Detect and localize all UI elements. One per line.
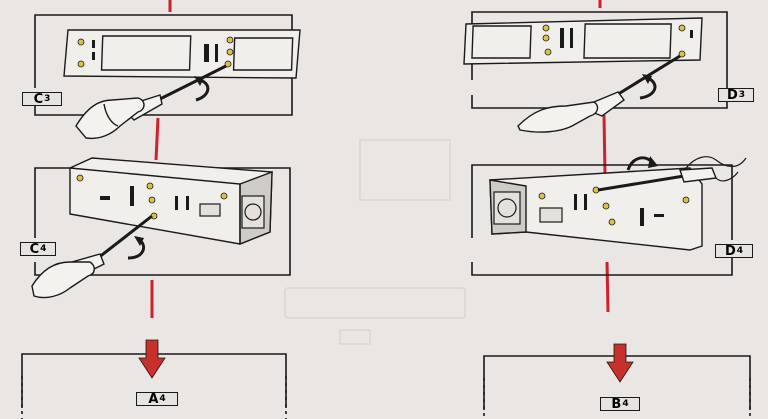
guide-lines bbox=[150, 0, 610, 318]
c3-mounting-plate bbox=[63, 29, 301, 79]
d3-mounting-plate bbox=[463, 17, 703, 65]
rotate-arrow-icon bbox=[639, 76, 657, 100]
hand-icon bbox=[517, 101, 599, 133]
hand-icon bbox=[31, 261, 95, 299]
hand-icon bbox=[75, 97, 145, 140]
screw-icon bbox=[542, 24, 686, 58]
d4-socket-module bbox=[489, 167, 703, 251]
rotate-arrow-icon bbox=[626, 156, 654, 171]
hand-icon bbox=[685, 156, 747, 182]
screwdriver-icon bbox=[597, 167, 717, 192]
screw-icon bbox=[538, 186, 690, 226]
screw-icon bbox=[77, 36, 234, 68]
c4-socket-module bbox=[69, 157, 273, 246]
down-arrow-icon bbox=[138, 339, 634, 383]
screwdriver-icon bbox=[591, 54, 681, 117]
rotate-arrow-icon bbox=[195, 78, 210, 102]
background-bleed-through bbox=[284, 139, 466, 345]
screw-icon bbox=[76, 174, 228, 220]
bottom-brackets bbox=[21, 353, 751, 410]
